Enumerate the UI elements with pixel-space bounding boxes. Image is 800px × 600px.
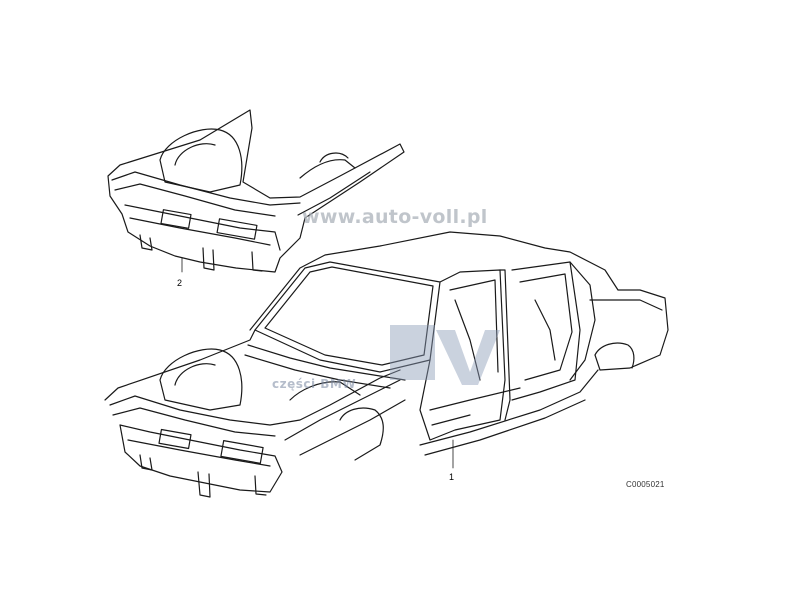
watermark-url: www.auto-voll.pl (302, 206, 488, 228)
diagram-code: C0005021 (626, 480, 665, 489)
front-section-part-2 (107, 109, 405, 273)
callout-1: 1 (449, 472, 455, 482)
callout-2: 2 (177, 278, 183, 288)
watermark-logo (390, 325, 500, 385)
watermark-subtext: części BMW (272, 377, 357, 391)
body-shell-part-1 (104, 231, 669, 498)
